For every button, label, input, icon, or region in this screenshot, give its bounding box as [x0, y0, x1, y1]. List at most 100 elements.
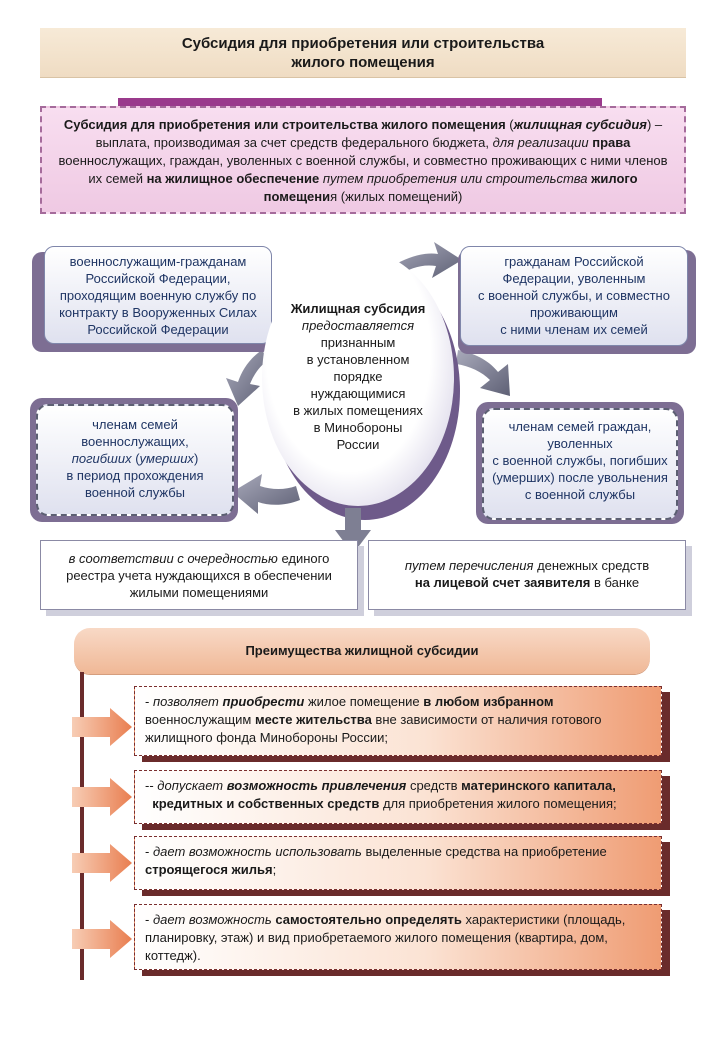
definition-accent-bar — [118, 98, 602, 108]
recipient-line: военнослужащих, — [81, 434, 189, 449]
adv-bold: самостоятельно определять — [275, 912, 462, 927]
recipient-line: погибших (умерших) — [46, 450, 224, 467]
adv-text: - — [145, 844, 153, 859]
center-line: в установленном — [306, 352, 410, 367]
adv-bold: в любом избранном — [423, 694, 554, 709]
arrow-down-icon — [335, 508, 371, 554]
method-text: единого реестра учета нуждающихся в обес… — [66, 551, 332, 600]
method-queue: в соответствии с очередностью единого ре… — [40, 540, 358, 610]
adv-text: для приобретения жилого помещения; — [379, 796, 617, 811]
definition-text: ( — [505, 117, 514, 132]
recipient-line: военной службы — [84, 485, 186, 500]
recipient-italic: погибших — [71, 451, 132, 466]
adv-bold-italic: возможность привлечения — [226, 778, 407, 793]
arrow-icon — [232, 474, 300, 514]
recipient-servicemen: военнослужащим-гражданам Российской Феде… — [44, 246, 272, 344]
method-text: в банке — [590, 575, 640, 590]
recipient-line: гражданам Российской — [504, 254, 644, 269]
arrow-icon — [456, 350, 510, 396]
adv-text: ; — [272, 862, 277, 877]
page-title: Субсидия для приобретения или строительс… — [40, 28, 686, 78]
adv-italic: использовать — [275, 844, 362, 859]
adv-italic: дает возможность — [152, 844, 272, 859]
adv-text: вне зависимости от наличия готового жили… — [145, 712, 602, 745]
adv-bold: материнского капитала, — [461, 778, 616, 793]
arrow-icon — [226, 350, 268, 406]
recipient-text: ( — [131, 451, 140, 466]
definition-bold: права — [592, 135, 631, 150]
recipient-line: Федерации, уволенным — [502, 271, 646, 286]
adv-text: - — [145, 912, 153, 927]
recipient-line: членам семей — [92, 417, 178, 432]
center-line: России — [336, 437, 380, 452]
definition-box: Субсидия для приобретения или строительс… — [40, 106, 686, 214]
adv-bold: строящегося жилья — [145, 862, 273, 877]
arrow-right-icon — [72, 844, 132, 882]
recipient-line: с ними членам их семей — [500, 322, 648, 337]
advantages-connector — [80, 672, 84, 980]
title-line-2: жилого помещения — [291, 54, 435, 71]
advantage-4: - дает возможность самостоятельно опреде… — [134, 904, 662, 970]
center-line: в Минобороны — [313, 420, 403, 435]
method-italic: путем перечисления — [404, 558, 534, 573]
recipient-line: с военной службы, погибших — [492, 453, 668, 468]
adv-bold: кредитных и собственных средств — [152, 796, 380, 811]
adv-bold-italic: приобрести — [222, 694, 305, 709]
arrow-right-icon — [72, 920, 132, 958]
definition-italic: путем приобретения или строительства — [322, 171, 588, 186]
recipient-line: проживающим — [530, 305, 618, 320]
recipient-line: уволенных — [547, 436, 613, 451]
definition-italic: для реализации — [492, 135, 589, 150]
center-line: признанным — [320, 335, 396, 350]
recipient-line: в период прохождения — [66, 468, 204, 483]
adv-text: -- — [145, 778, 158, 793]
adv-italic: дает возможность — [152, 912, 272, 927]
center-line: нуждающимися — [310, 386, 406, 401]
advantage-2: -- допускает возможность привлечения сре… — [134, 770, 662, 824]
recipient-text: ) — [193, 451, 199, 466]
recipient-line: Российской Федерации — [87, 322, 229, 337]
arrow-right-icon — [72, 708, 132, 746]
recipient-line: контракту в Вооруженных Силах — [59, 305, 257, 320]
adv-italic: позволяет — [152, 694, 219, 709]
method-bold: на лицевой счет заявителя — [414, 575, 591, 590]
adv-text: - — [145, 694, 153, 709]
definition-term: Субсидия для приобретения или строительс… — [63, 117, 506, 132]
title-line-1: Субсидия для приобретения или строительс… — [181, 35, 545, 52]
recipient-line: с военной службы — [524, 487, 636, 502]
definition-text: я (жилых помещений) — [330, 189, 463, 204]
definition-bold: жилого помещени — [263, 171, 638, 204]
recipient-line: военнослужащим-гражданам — [69, 254, 247, 269]
recipient-line: Российской Федерации, — [85, 271, 231, 286]
recipient-family-of-deceased-citizens: членам семей граждан, уволенных с военно… — [482, 408, 678, 520]
recipient-line: проходящим военную службу по — [59, 288, 257, 303]
advantages-header: Преимущества жилищной субсидии — [74, 628, 650, 674]
method-text: денежных средств — [533, 558, 650, 573]
arrow-right-icon — [72, 778, 132, 816]
method-italic: в соответствии с очередностью — [68, 551, 278, 566]
recipient-italic: умерших — [139, 451, 194, 466]
adv-text: выделенные средства на приобретение — [361, 844, 607, 859]
definition-text: ) – выплата, производимая за счет средст… — [95, 117, 663, 150]
adv-text: жилое помещение — [304, 694, 424, 709]
adv-text: средств — [406, 778, 462, 793]
adv-bold: месте жительства — [254, 712, 372, 727]
advantage-3: - дает возможность использовать выделенн… — [134, 836, 662, 890]
center-line: порядке — [333, 369, 383, 384]
recipient-line: (умерших) после увольнения — [492, 470, 668, 485]
recipient-family-of-deceased-servicemen: членам семей военнослужащих, погибших (у… — [36, 404, 234, 516]
center-verb: предоставляется — [301, 318, 415, 333]
definition-bold: на жилищное обеспечение — [146, 171, 320, 186]
advantage-1: - позволяет приобрести жилое помещение в… — [134, 686, 662, 756]
recipient-line: с военной службы, и совместно — [478, 288, 670, 303]
adv-text: военнослужащим — [145, 712, 255, 727]
center-line: в жилых помещениях — [293, 403, 423, 418]
recipient-line: членам семей граждан, — [508, 419, 652, 434]
method-transfer: путем перечисления денежных средств на л… — [368, 540, 686, 610]
center-ellipse: Жилищная субсидия предоставляется призна… — [262, 250, 454, 506]
center-title: Жилищная субсидия — [290, 301, 426, 316]
adv-italic: допускает — [157, 778, 224, 793]
adv-text: характеристики (площадь, планировку, эта… — [145, 912, 626, 963]
recipient-discharged-citizens: гражданам Российской Федерации, уволенны… — [460, 246, 688, 346]
definition-text: военнослужащих, граждан, уволенных с вое… — [58, 153, 668, 186]
